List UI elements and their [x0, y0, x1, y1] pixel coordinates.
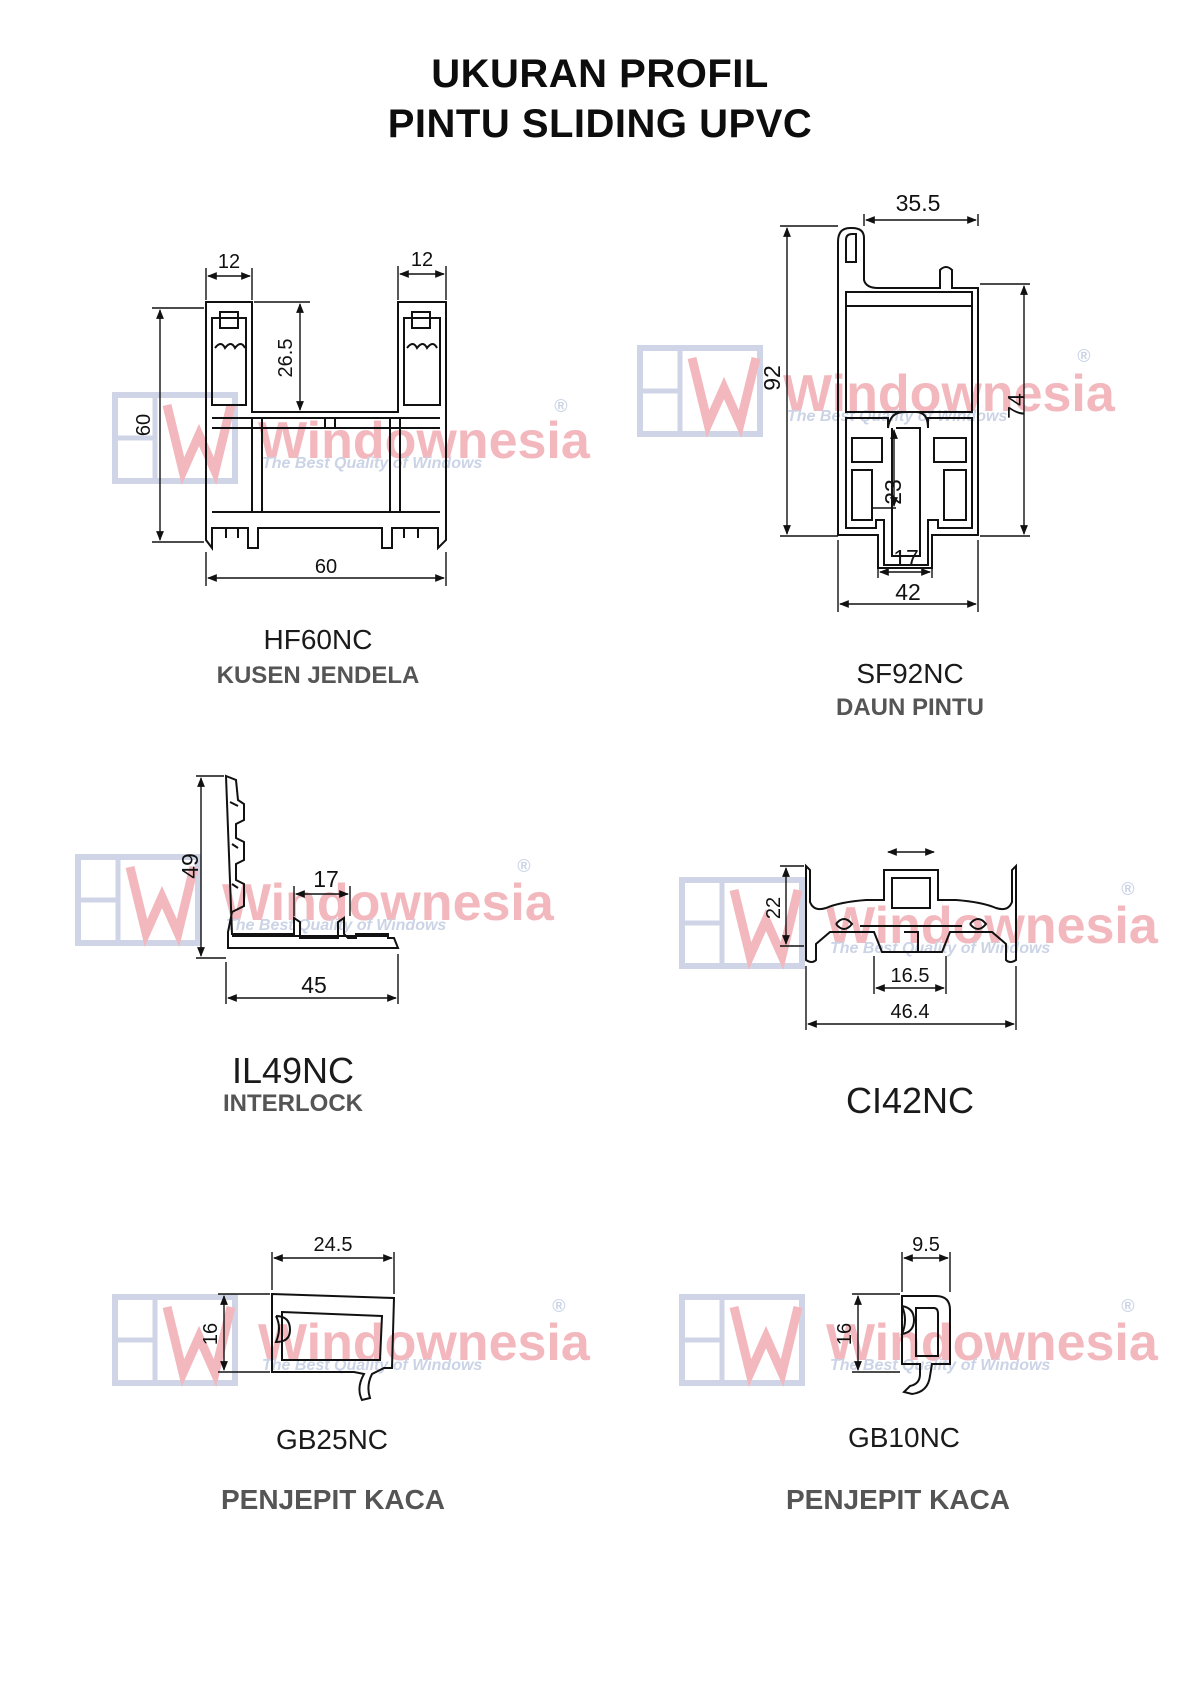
gb10nc-code: GB10NC: [847, 1422, 961, 1453]
watermark-window-icon: [682, 1297, 802, 1383]
profile-gb10nc-dimensions: [852, 1252, 951, 1373]
page-title-line-1: UKURAN PROFIL: [431, 52, 769, 96]
gb25nc-name: PENJEPIT KACA: [220, 1484, 446, 1515]
watermark-registered: ®: [517, 856, 531, 876]
sf92nc-dim-top: 35.5: [896, 190, 941, 216]
il49nc-dim-height: 49: [177, 853, 203, 879]
watermark-tagline: The Best Quality of Windows: [787, 408, 1007, 425]
sf92nc-dim-slot-height: 23: [880, 479, 906, 505]
profile-ci42nc-dimensions: [780, 848, 1017, 1030]
sf92nc-dim-slot-width: 17: [893, 545, 919, 571]
hf60nc-dim-channel-depth: 26.5: [275, 339, 297, 378]
profile-gb10nc-drawing: [900, 1295, 951, 1396]
watermark-tagline: The Best Quality of Windows: [830, 1357, 1050, 1374]
il49nc-code: IL49NC: [231, 1050, 355, 1091]
watermark-3: Windownesia The Best Quality of Windows …: [78, 856, 555, 943]
hf60nc-dim-height: 60: [133, 414, 155, 436]
gb25nc-dim-height: 16: [200, 1323, 222, 1345]
profile-il49nc-dimensions: [196, 775, 399, 1004]
hf60nc-dim-width: 60: [315, 556, 337, 578]
il49nc-dim-slot-width: 17: [313, 866, 339, 892]
profile-gb25nc-dimensions: [218, 1252, 395, 1373]
hf60nc-code: HF60NC: [263, 624, 373, 655]
watermark-tagline: The Best Quality of Windows: [830, 940, 1050, 957]
watermark-window-icon: [115, 395, 235, 481]
ci42nc-dim-height: 22: [763, 897, 785, 919]
sf92nc-name: DAUN PINTU: [836, 694, 984, 721]
hf60nc-name: KUSEN JENDELA: [216, 662, 420, 689]
gb25nc-dim-width: 24.5: [314, 1234, 353, 1256]
watermark-5: Windownesia The Best Quality of Windows …: [115, 1296, 591, 1383]
profile-gb25nc-drawing: [271, 1292, 396, 1402]
watermark-brand: Windownesia: [258, 1314, 591, 1372]
watermark-6: Windownesia The Best Quality of Windows …: [682, 1296, 1159, 1383]
watermark-registered: ®: [554, 396, 568, 416]
il49nc-dim-width: 45: [301, 972, 327, 998]
ci42nc-dim-inner-width: 16.5: [891, 965, 930, 987]
watermark-tagline: The Best Quality of Windows: [262, 455, 482, 472]
watermark-brand: Windownesia: [222, 874, 555, 932]
hf60nc-dim-top-left: 12: [218, 251, 240, 273]
watermark-registered: ®: [1077, 346, 1091, 366]
il49nc-name: INTERLOCK: [223, 1090, 363, 1117]
watermark-brand: Windownesia: [258, 412, 591, 470]
hf60nc-dim-top-right: 12: [411, 249, 433, 271]
gb10nc-dim-height: 16: [834, 1323, 856, 1345]
gb10nc-name: PENJEPIT KACA: [785, 1484, 1011, 1515]
watermark-registered: ®: [1121, 1296, 1135, 1316]
profile-sf92nc-drawing: [837, 227, 979, 569]
profile-ci42nc-drawing: [805, 863, 1017, 963]
gb10nc-dim-width: 9.5: [912, 1234, 940, 1256]
profile-il49nc-drawing: [224, 774, 400, 949]
ci42nc-code: CI42NC: [845, 1080, 975, 1121]
sf92nc-dim-inner-height: 74: [1003, 393, 1029, 419]
watermark-tagline: The Best Quality of Windows: [262, 1357, 482, 1374]
watermark-brand: Windownesia: [826, 1314, 1159, 1372]
sf92nc-code: SF92NC: [856, 658, 964, 689]
sf92nc-dim-width: 42: [895, 579, 921, 605]
watermark-tagline: The Best Quality of Windows: [226, 917, 446, 934]
watermark-2: Windownesia The Best Quality of Windows …: [640, 346, 1116, 434]
ci42nc-dim-width: 46.4: [891, 1001, 930, 1023]
profile-hf60nc-dimensions: [152, 266, 447, 586]
watermark-registered: ®: [1121, 879, 1135, 899]
watermark-window-icon: [640, 348, 760, 434]
profile-sf92nc-dimensions: [780, 214, 1030, 612]
watermark-registered: ®: [552, 1296, 566, 1316]
profile-hf60nc-drawing: [205, 301, 447, 551]
watermark-1: Windownesia The Best Quality of Windows …: [115, 395, 591, 481]
gb25nc-code: GB25NC: [275, 1424, 389, 1455]
watermark-window-icon: [682, 880, 802, 966]
sf92nc-dim-height: 92: [759, 365, 785, 391]
page-title-line-2: PINTU SLIDING UPVC: [387, 102, 813, 146]
